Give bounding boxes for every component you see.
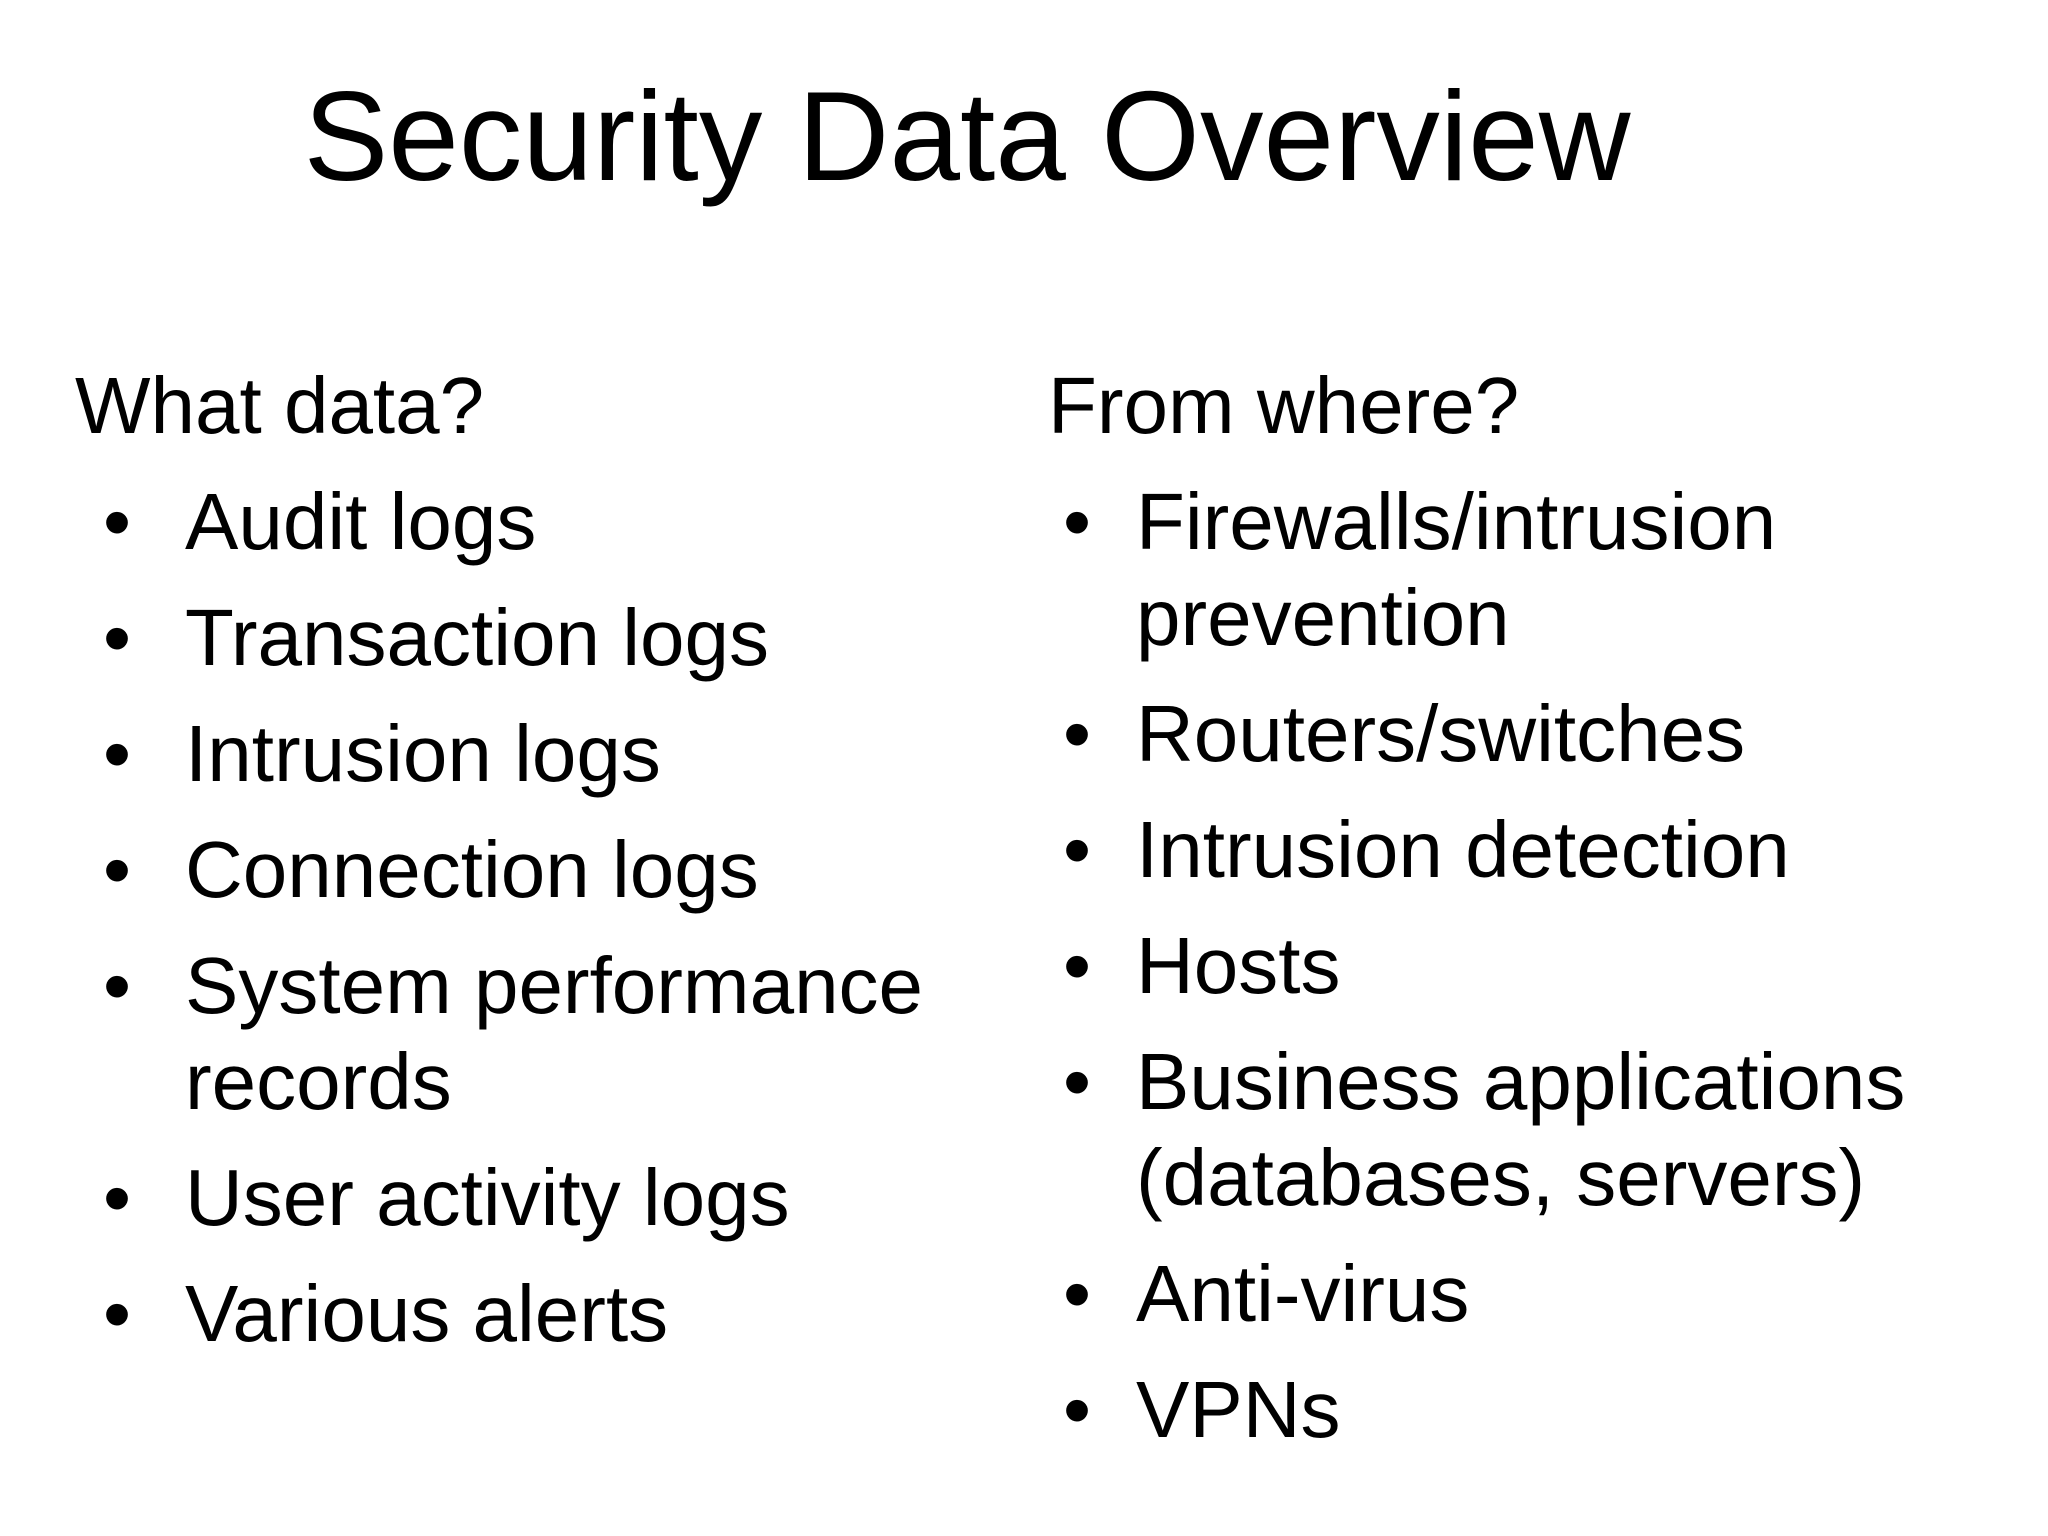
list-item-label: User activity logs [185,1153,790,1242]
list-item: • Audit logs [75,474,960,570]
list-item-label: VPNs [1136,1365,1341,1454]
list-item: • Transaction logs [75,590,960,686]
list-item-label: Intrusion logs [185,709,661,798]
list-item: • Firewalls/intrusion prevention [1048,474,1988,666]
bullet-icon: • [103,709,132,798]
list-item: • Intrusion detection [1048,802,1988,898]
list-item: • Anti-virus [1048,1246,1988,1342]
list-item: • VPNs [1048,1362,1988,1458]
list-item-label: Anti-virus [1136,1249,1470,1338]
list-item-label: Audit logs [185,477,537,566]
bullet-icon: • [1063,1249,1092,1338]
column-heading-what-data: What data? [75,361,485,450]
list-item: • Intrusion logs [75,706,960,802]
slide-title: Security Data Overview [303,65,1631,207]
list-item: • Hosts [1048,918,1988,1014]
bullet-icon: • [103,1269,132,1358]
bullet-icon: • [1063,1037,1092,1126]
list-item-label: Business applications (databases, server… [1136,1037,1906,1222]
list-item-label: System performance records [185,941,924,1126]
list-item-label: Connection logs [185,825,759,914]
column-from-where: From where? • Firewalls/intrusion preven… [1048,358,1988,1458]
list-item-label: Transaction logs [185,593,769,682]
list-item: • Connection logs [75,822,960,918]
list-item: • System performance records [75,938,960,1130]
bullet-icon: • [1063,477,1092,566]
bullet-icon: • [1063,805,1092,894]
column-heading-from-where: From where? [1048,361,1520,450]
bullet-icon: • [103,1153,132,1242]
list-item-label: Hosts [1136,921,1341,1010]
bullet-icon: • [103,825,132,914]
bullet-icon: • [103,593,132,682]
bullet-list-what-data: • Audit logs • Transaction logs • Intrus… [75,474,960,1362]
column-what-data: What data? • Audit logs • Transaction lo… [75,358,960,1362]
list-item: • Various alerts [75,1266,960,1362]
bullet-icon: • [1063,1365,1092,1454]
bullet-icon: • [103,477,132,566]
list-item: • Routers/switches [1048,686,1988,782]
list-item-label: Various alerts [185,1269,669,1358]
list-item: • User activity logs [75,1150,960,1246]
list-item-label: Intrusion detection [1136,805,1790,894]
bullet-icon: • [1063,689,1092,778]
bullet-icon: • [1063,921,1092,1010]
list-item: • Business applications (databases, serv… [1048,1034,1988,1226]
list-item-label: Firewalls/intrusion prevention [1136,477,1777,662]
bullet-list-from-where: • Firewalls/intrusion prevention • Route… [1048,474,1988,1458]
bullet-icon: • [103,941,132,1030]
list-item-label: Routers/switches [1136,689,1746,778]
